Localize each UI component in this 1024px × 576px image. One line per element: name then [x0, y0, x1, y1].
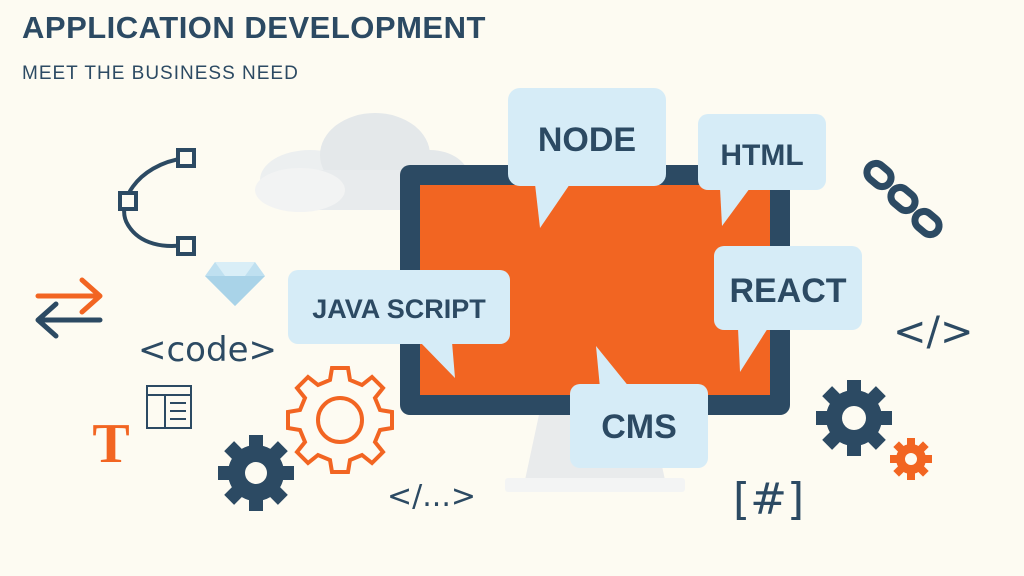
monitor [400, 165, 790, 415]
swap-arrows-icon [35, 277, 103, 339]
cms-label: CMS [601, 408, 677, 446]
gear-outline-icon [286, 366, 394, 474]
html-label: HTML [720, 139, 803, 172]
small-gear-icon [890, 438, 932, 480]
ellipsis-tag-text: </...> [387, 479, 476, 514]
chain-link-icon [863, 159, 943, 239]
react-label: REACT [729, 272, 846, 310]
layout-icon [146, 385, 192, 429]
close-tag-text: </> [893, 309, 974, 355]
javascript-label: JAVA SCRIPT [312, 294, 486, 324]
gear-icon [816, 380, 892, 456]
page-subtitle: MEET THE BUSINESS NEED [22, 63, 299, 84]
code-tag-text: <code> [138, 330, 277, 370]
html-bubble: HTML [698, 114, 826, 226]
hash-tag-text: [#] [733, 474, 804, 525]
react-bubble: REACT [714, 246, 862, 372]
node-bubble: NODE [508, 88, 666, 228]
page-title: APPLICATION DEVELOPMENT [22, 10, 486, 45]
diamond-icon [205, 262, 265, 306]
javascript-bubble: JAVA SCRIPT [288, 270, 510, 378]
bezier-curve-icon [118, 148, 196, 256]
node-label: NODE [538, 121, 636, 159]
gear-icon [218, 435, 294, 511]
cms-bubble: CMS [570, 346, 708, 468]
font-icon: T [92, 413, 129, 475]
